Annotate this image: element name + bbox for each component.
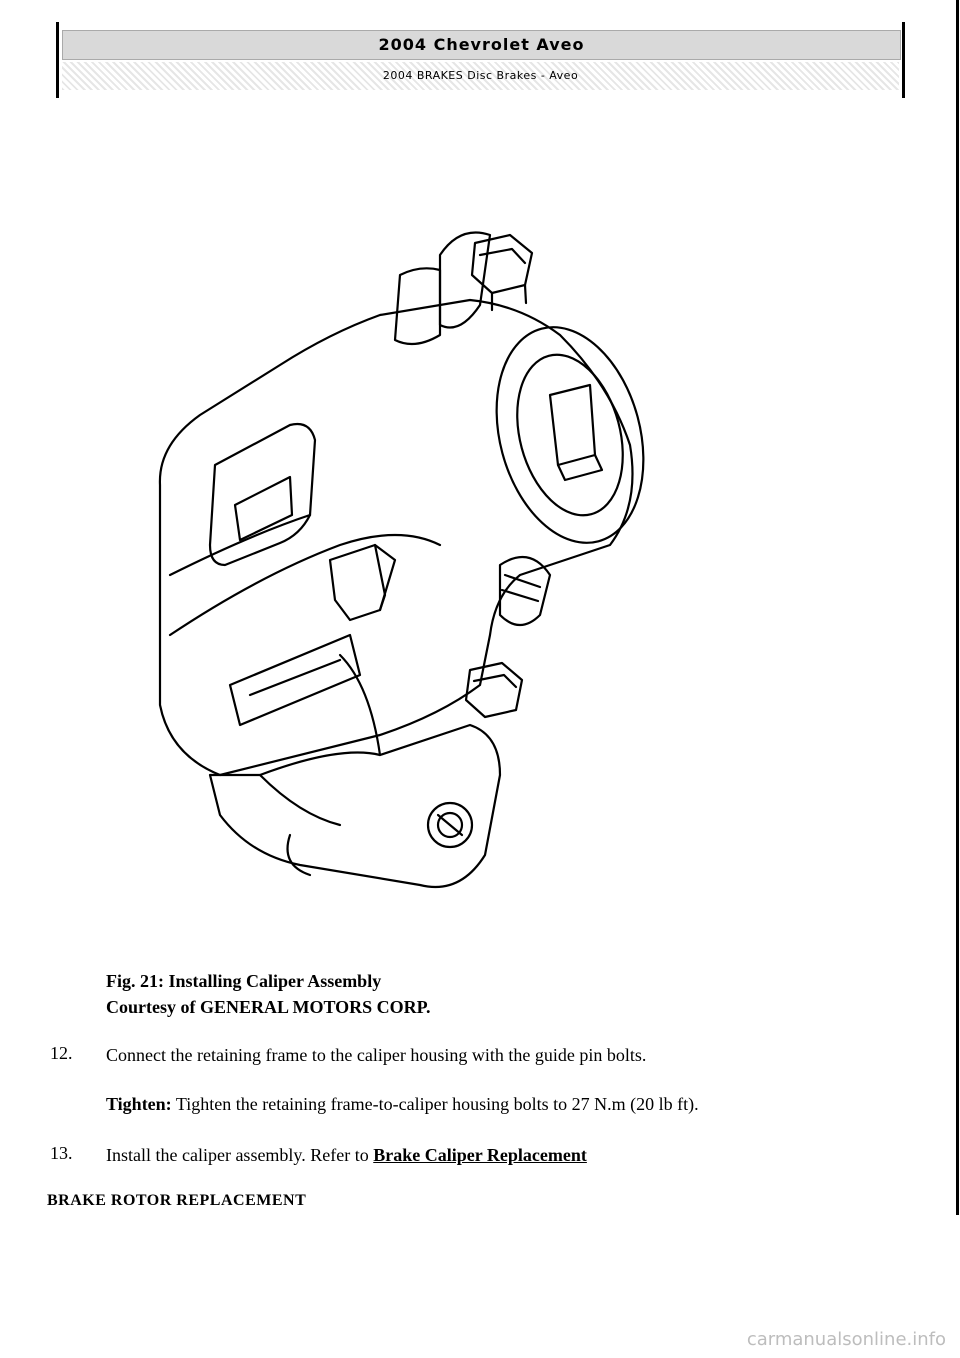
step-13-number: 13.: [50, 1143, 73, 1163]
caliper-housing-outline: [158, 298, 634, 777]
tighten-text: Tighten the retaining frame-to-caliper h…: [171, 1094, 699, 1114]
watermark: carmanualsonline.info: [746, 1329, 946, 1350]
step-13-text: Install the caliper assembly. Refer to B…: [106, 1143, 906, 1167]
frame-bolt-hole: [426, 801, 474, 849]
brake-caliper-replacement-link[interactable]: Brake Caliper Replacement: [373, 1145, 587, 1165]
step-12-text: Connect the retaining frame to the calip…: [106, 1045, 647, 1065]
retaining-frame: [208, 723, 502, 889]
step-13-body: Install the caliper assembly. Refer to: [106, 1145, 374, 1165]
figure-caption: Fig. 21: Installing Caliper Assembly Cou…: [106, 968, 431, 1020]
piston-bore: [495, 326, 645, 544]
page-right-rule: [956, 0, 959, 1215]
header-right-rule: [902, 22, 905, 98]
figure-caption-title: Fig. 21: Installing Caliper Assembly: [106, 971, 382, 991]
caliper-window: [208, 422, 317, 567]
lower-guide-pin-bolt: [464, 661, 524, 719]
section-heading: BRAKE ROTOR REPLACEMENT: [47, 1192, 307, 1209]
tighten-instruction: Tighten: Tighten the retaining frame-to-…: [106, 1092, 926, 1116]
tighten-label: Tighten:: [106, 1094, 172, 1114]
caliper-assembly-illustration: [158, 231, 645, 889]
figure-caption-credit: Courtesy of GENERAL MOTORS CORP.: [106, 997, 431, 1017]
document-subtitle: 2004 BRAKES Disc Brakes - Aveo: [62, 62, 899, 90]
upper-guide-pin-bolt: [470, 233, 534, 312]
step-12-number: 12.: [50, 1043, 73, 1063]
document-title: 2004 Chevrolet Aveo: [62, 30, 901, 60]
header-left-rule: [56, 22, 59, 98]
